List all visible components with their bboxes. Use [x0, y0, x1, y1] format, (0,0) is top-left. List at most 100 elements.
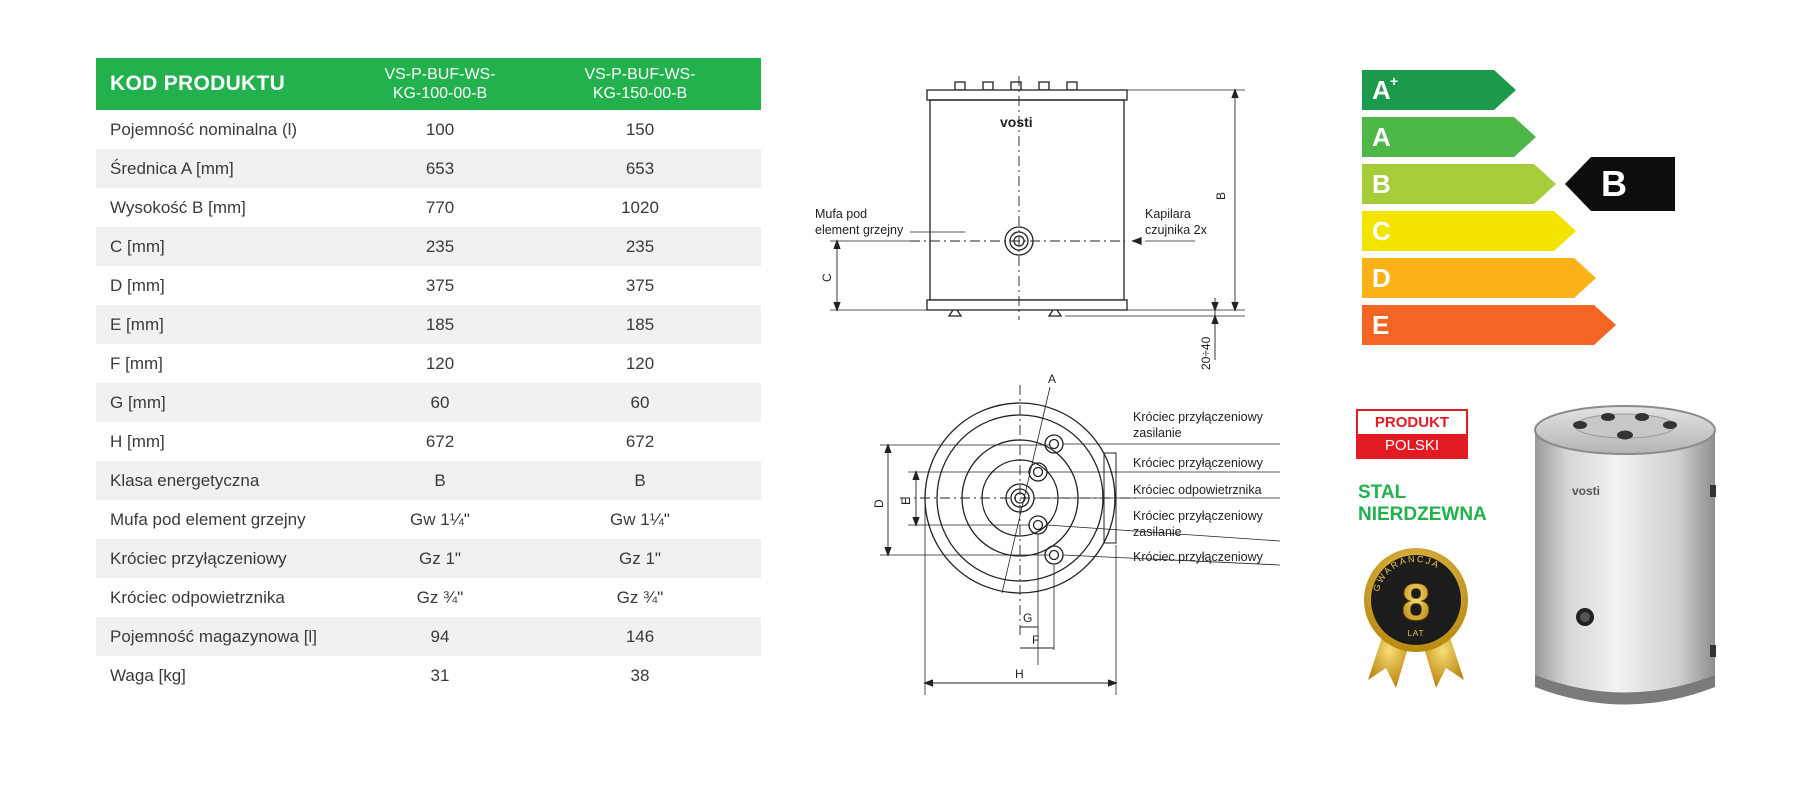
heater-label-line-1: Mufa pod: [815, 207, 867, 221]
energy-class-arrow: [1362, 117, 1536, 157]
guarantee-medal: GWARANCJA 8 LAT: [1364, 548, 1468, 688]
row-value-model-2: Gz ¾": [616, 587, 664, 607]
row-label: Mufa pod element grzejny: [110, 509, 306, 529]
dim-g-label: G: [1023, 611, 1032, 625]
callout-3-line-1: Króciec odpowietrznika: [1133, 483, 1262, 497]
side-brand-logo: vosti: [1000, 114, 1033, 130]
table-row: G [mm] 60 60: [96, 383, 761, 422]
top-view-drawing: A D E G F H Króciec przyłączeniowy zasil…: [872, 372, 1281, 695]
row-value-model-2: 1020: [621, 197, 659, 217]
row-value-model-2: 120: [625, 353, 655, 373]
side-view-drawing: vosti Mufa pod element grzejny Kapilara …: [815, 76, 1245, 370]
row-label: F [mm]: [110, 353, 163, 373]
current-energy-class-label: B: [1601, 163, 1627, 204]
row-value-model-1: 120: [425, 353, 455, 373]
energy-class-label: D: [1372, 263, 1391, 293]
row-label: G [mm]: [110, 392, 166, 412]
row-label: C [mm]: [110, 236, 165, 256]
table-row: F [mm] 120 120: [96, 344, 761, 383]
table-row: Klasa energetyczna B B: [96, 461, 761, 500]
dim-a-label: A: [1048, 372, 1056, 386]
row-value-model-1: 60: [430, 392, 450, 412]
energy-class-label: E: [1372, 310, 1389, 340]
badge-top-text: PRODUKT: [1358, 411, 1466, 434]
table-row: Wysokość B [mm] 770 1020: [96, 188, 761, 227]
energy-class-arrow: [1362, 258, 1596, 298]
row-label: D [mm]: [110, 275, 165, 295]
dim-f-label: F: [1032, 633, 1039, 647]
guarantee-number: 8: [1402, 574, 1431, 632]
badge-bottom-text: POLSKI: [1358, 434, 1466, 457]
row-value-model-1: B: [434, 470, 446, 490]
row-value-model-1: Gz ¾": [416, 587, 464, 607]
table-row: Pojemność magazynowa [l] 94 146: [96, 617, 761, 656]
row-value-model-2: B: [634, 470, 646, 490]
energy-class-label: A: [1372, 75, 1391, 105]
table-row: Króciec odpowietrznika Gz ¾" Gz ¾": [96, 578, 761, 617]
sensor-label-line-1: Kapilara: [1145, 207, 1191, 221]
row-value-model-2: 375: [625, 275, 655, 295]
made-in-poland-badge: PRODUKT POLSKI: [1356, 409, 1468, 459]
energy-class-arrow: [1362, 164, 1556, 204]
callout-1-line-1: Króciec przyłączeniowy: [1133, 410, 1264, 424]
row-value-model-2: Gw 1¼": [610, 509, 670, 529]
header-model-2: VS-P-BUF-WS- KG-150-00-B: [584, 66, 696, 102]
row-value-model-1: 31: [430, 665, 450, 685]
spec-table: KOD PRODUKTU VS-P-BUF-WS- KG-100-00-B VS…: [96, 58, 761, 695]
current-energy-class-marker: [1565, 157, 1675, 211]
row-value-model-1: 672: [425, 431, 455, 451]
row-value-model-2: Gz 1": [619, 548, 661, 568]
row-label: Klasa energetyczna: [110, 470, 260, 490]
row-value-model-1: Gw 1¼": [410, 509, 470, 529]
tank-brand-logo: vosti: [1572, 484, 1600, 498]
row-value-model-2: 38: [630, 665, 650, 685]
table-row: H [mm] 672 672: [96, 422, 761, 461]
energy-class-label: C: [1372, 216, 1391, 246]
header-product-code: KOD PRODUKTU: [110, 72, 286, 95]
row-value-model-2: 60: [630, 392, 650, 412]
row-value-model-1: 185: [425, 314, 455, 334]
dim-d-label: D: [872, 499, 886, 508]
stainless-steel-label: STAL NIERDZEWNA: [1358, 482, 1487, 525]
row-label: Pojemność nominalna (l): [110, 119, 298, 139]
row-label: Króciec przyłączeniowy: [110, 548, 287, 568]
row-value-model-2: 653: [625, 158, 655, 178]
row-value-model-1: 770: [425, 197, 455, 217]
callout-5-line-1: Króciec przyłączeniowy: [1133, 550, 1264, 564]
row-value-model-2: 672: [625, 431, 655, 451]
callout-4-line-1: Króciec przyłączeniowy: [1133, 509, 1264, 523]
heater-label-line-2: element grzejny: [815, 223, 904, 237]
spec-header: KOD PRODUKTU VS-P-BUF-WS- KG-100-00-B VS…: [96, 58, 761, 110]
energy-class-label: B: [1372, 169, 1391, 199]
energy-class-superscript: +: [1390, 73, 1398, 89]
row-label: Pojemność magazynowa [l]: [110, 626, 317, 646]
energy-class-arrow: [1362, 70, 1516, 110]
row-value-model-1: 94: [430, 626, 450, 646]
callout-2-line-1: Króciec przyłączeniowy: [1133, 456, 1264, 470]
energy-class-arrow: [1362, 211, 1576, 251]
row-value-model-2: 185: [625, 314, 655, 334]
row-label: H [mm]: [110, 431, 165, 451]
dim-b-label: B: [1214, 192, 1228, 200]
row-value-model-2: 150: [625, 119, 655, 139]
row-label: Króciec odpowietrznika: [110, 587, 285, 607]
dim-c-label: C: [820, 273, 834, 282]
energy-class-arrow: [1362, 305, 1616, 345]
row-label: Wysokość B [mm]: [110, 197, 246, 217]
row-value-model-1: 235: [425, 236, 455, 256]
row-label: Średnica A [mm]: [110, 158, 234, 178]
medal-inner: [1371, 555, 1461, 645]
energy-class-label: A: [1372, 122, 1391, 152]
dim-h-label: H: [1015, 667, 1024, 681]
guarantee-unit: LAT: [1407, 629, 1424, 638]
row-value-model-2: 146: [625, 626, 655, 646]
sensor-label-line-2: czujnika 2x: [1145, 223, 1208, 237]
